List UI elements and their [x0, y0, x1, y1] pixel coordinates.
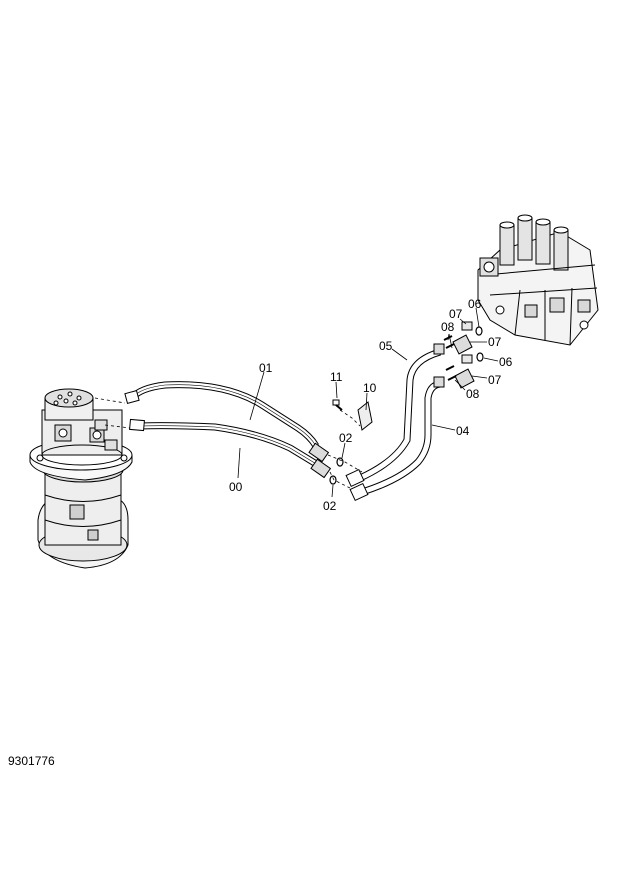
split-flanges — [452, 321, 475, 389]
pipe-elbows — [345, 343, 445, 502]
callout-07-upper: 07 — [449, 307, 463, 321]
callout-08-upper: 08 — [441, 320, 455, 334]
o-ring-06 — [475, 326, 484, 362]
callout-06-upper: 06 — [468, 297, 482, 311]
pipe-05 — [358, 348, 442, 482]
callout-05: 05 — [379, 339, 393, 353]
drawing-number: 9301776 — [8, 754, 55, 768]
callout-07-middle: 07 — [488, 335, 502, 349]
hose-fittings — [124, 390, 332, 479]
callout-10: 10 — [363, 381, 377, 395]
swivel-connection-lines — [94, 397, 131, 429]
o-ring-02 — [329, 457, 344, 485]
seal-connection-lines — [327, 409, 363, 489]
hose-00 — [139, 422, 320, 468]
leader-lines — [237, 307, 499, 498]
callout-01: 01 — [259, 361, 273, 375]
callout-08-lower: 08 — [466, 387, 480, 401]
clamp-10 — [357, 401, 373, 431]
callout-11: 11 — [330, 370, 343, 384]
callout-02-upper: 02 — [339, 431, 353, 445]
bolt-11 — [332, 399, 343, 411]
callout-07-lower: 07 — [488, 373, 502, 387]
hose-01 — [129, 381, 320, 448]
control-valve — [477, 214, 599, 346]
callout-00: 00 — [229, 480, 243, 494]
pipe-04 — [360, 380, 441, 496]
callout-02-lower: 02 — [323, 499, 337, 513]
callout-06-lower: 06 — [499, 355, 513, 369]
swivel-joint — [29, 388, 133, 569]
callout-04: 04 — [456, 424, 470, 438]
